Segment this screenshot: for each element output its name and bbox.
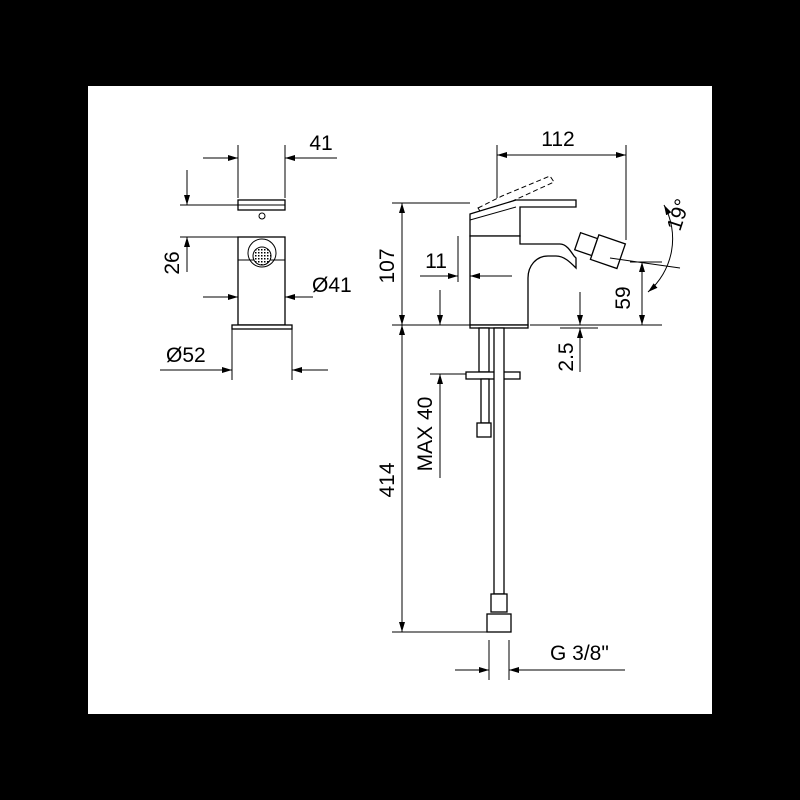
front-reach-label: 112 [541, 128, 574, 151]
rod-nut [476, 422, 492, 438]
mixer-body [469, 235, 577, 326]
side-body [237, 236, 286, 326]
technical-drawing: 41 26 Ø41 Ø52 [160, 128, 695, 680]
hose-connector-nut [486, 613, 512, 633]
lever-angle-label: 19° [663, 196, 695, 233]
side-view: 41 26 Ø41 Ø52 [160, 132, 352, 380]
spout-nozzle [573, 231, 627, 270]
spout-height-label: 59 [612, 286, 635, 309]
side-outlet-diameter-label: Ø41 [312, 274, 352, 297]
base-thickness-label: 2.5 [555, 342, 578, 371]
side-base-diameter-label: Ø52 [166, 344, 206, 367]
fixing-plate [465, 371, 521, 380]
lever-handle [469, 199, 577, 237]
hose-crimp [490, 593, 508, 613]
side-aerator [252, 246, 272, 266]
lever-edge [469, 206, 517, 221]
flexible-hose [493, 327, 505, 595]
side-nozzle-ring [247, 238, 277, 268]
angle-arc [647, 204, 674, 293]
side-base-plate [231, 324, 293, 330]
drawing-sheet: 41 26 Ø41 Ø52 [88, 86, 712, 714]
max-deck-label: MAX 40 [414, 397, 437, 472]
connection-label: G 3/8" [550, 642, 609, 665]
threaded-rod [478, 327, 490, 373]
front-height-label: 107 [376, 248, 399, 283]
lower-rod [480, 378, 490, 424]
hose-length-label: 414 [376, 462, 399, 497]
body-offset-label: 11 [425, 250, 447, 273]
side-lever-height-label: 26 [161, 251, 184, 274]
front-view: 112 19° 107 11 59 2.5 MAX 40 414 [376, 128, 695, 680]
side-width-label: 41 [309, 132, 332, 155]
side-lever-hole [258, 212, 266, 220]
